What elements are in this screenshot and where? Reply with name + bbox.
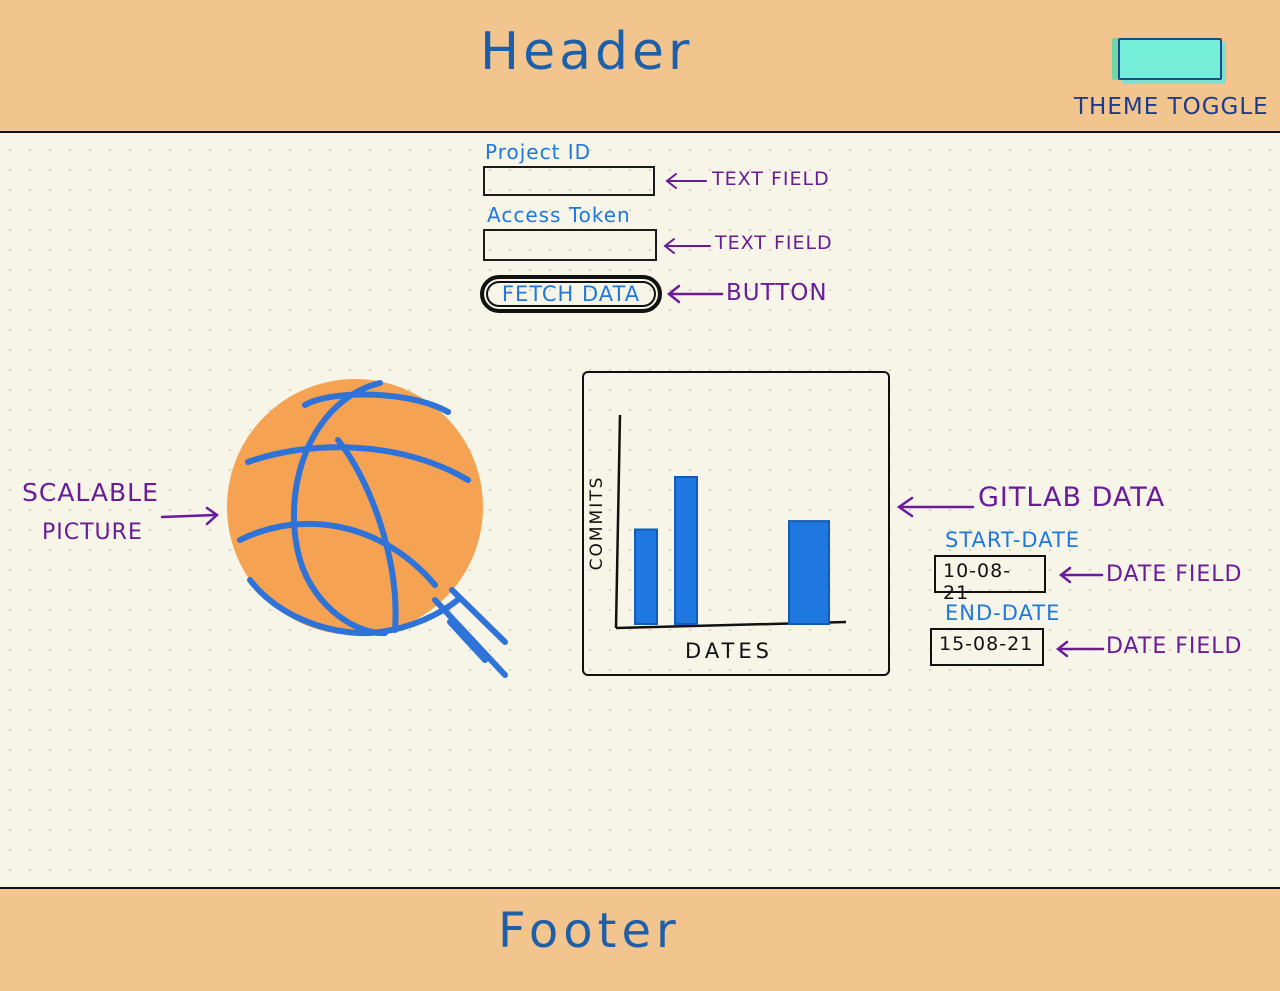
project-id-input[interactable] <box>483 166 655 196</box>
arrow-left-icon <box>1055 640 1105 658</box>
chart-bar <box>788 520 830 626</box>
chart-canvas: COMMITS DATES <box>587 414 847 663</box>
theme-toggle[interactable] <box>1118 38 1222 80</box>
gitlab-data-annotation: GITLAB DATA <box>978 482 1166 513</box>
fetch-data-button[interactable]: FETCH DATA <box>480 275 662 313</box>
access-token-label: Access Token <box>487 203 631 227</box>
arrow-left-icon <box>1058 566 1104 584</box>
basketball-picture <box>220 370 520 690</box>
scalable-picture-annotation-line1: SCALABLE <box>22 478 159 507</box>
footer: Footer <box>0 887 1280 991</box>
date-field-annotation: DATE FIELD <box>1106 562 1243 587</box>
gitlab-commits-chart: COMMITS DATES <box>582 371 890 676</box>
access-token-input[interactable] <box>483 229 657 261</box>
chart-y-label: COMMITS <box>587 476 607 571</box>
text-field-annotation: TEXT FIELD <box>715 232 833 254</box>
chart-y-axis <box>614 414 622 629</box>
footer-title: Footer <box>498 903 681 959</box>
theme-toggle-label: THEME TOGGLE <box>1074 94 1269 120</box>
button-annotation: BUTTON <box>726 280 828 306</box>
arrow-left-icon <box>663 238 711 254</box>
arrow-left-icon <box>665 173 707 189</box>
chart-bar <box>634 528 658 625</box>
project-id-label: Project ID <box>485 140 592 164</box>
text-field-annotation: TEXT FIELD <box>712 168 830 190</box>
chart-bar <box>674 476 698 625</box>
scalable-picture-annotation-line2: PICTURE <box>42 520 143 545</box>
arrow-left-icon <box>896 496 975 518</box>
arrow-right-icon <box>160 506 220 526</box>
chart-x-label: DATES <box>685 639 773 663</box>
basketball-icon <box>227 379 508 678</box>
arrow-left-icon <box>666 284 724 304</box>
header: Header THEME TOGGLE <box>0 0 1280 133</box>
start-date-field[interactable]: 10-08-21 <box>934 555 1046 604</box>
start-date-label: START-DATE <box>945 528 1081 552</box>
end-date-field[interactable]: 15-08-21 <box>930 628 1044 666</box>
date-field-annotation: DATE FIELD <box>1106 634 1243 659</box>
header-title: Header <box>480 22 694 82</box>
end-date-label: END-DATE <box>945 601 1061 625</box>
